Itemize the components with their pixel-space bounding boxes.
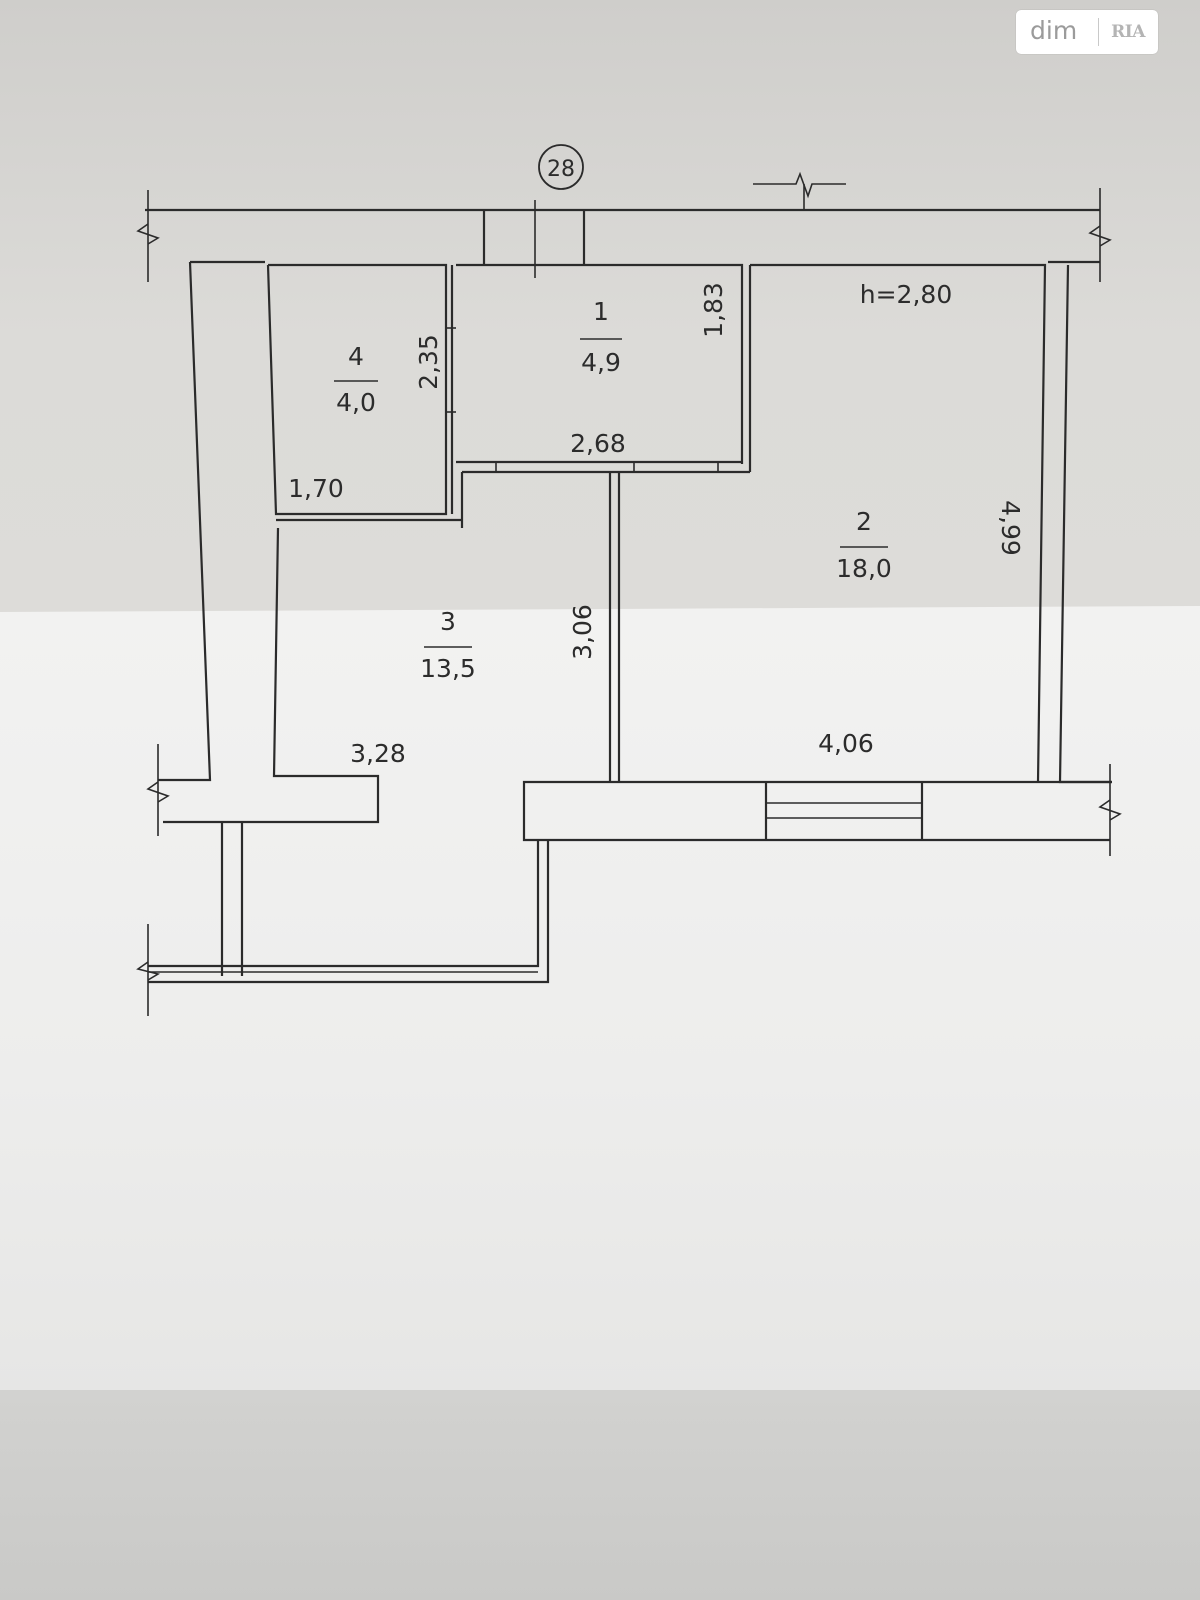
axis-marker: 28: [534, 144, 584, 278]
room-3-label: 3 13,5: [420, 607, 476, 683]
room-3-height-dimension: 3,06: [568, 604, 597, 660]
room-2-area: 18,0: [836, 554, 892, 583]
paper-fold-bottom: [0, 1390, 1200, 1600]
paper-fold-middle: [0, 606, 1200, 1396]
partition-wall: [608, 472, 621, 782]
room-4-label: 4 4,0: [334, 342, 378, 417]
room-2-height-dimension: 4,99: [996, 500, 1025, 556]
room-2-label: 2 18,0: [836, 507, 892, 583]
ceiling-height-label: h=2,80: [860, 280, 952, 309]
ria-logo-icon: RIA: [1111, 22, 1145, 42]
watermark-text: dim: [1030, 16, 1078, 45]
bottom-exterior-wall: [522, 780, 1112, 842]
room-4-outline: [266, 263, 462, 522]
room-3-width-dimension: 3,28: [350, 739, 406, 768]
room-4-area: 4,0: [336, 388, 376, 417]
balcony: [136, 822, 550, 1016]
room-1-label: 1 4,9: [580, 297, 622, 377]
room-3-area: 13,5: [420, 654, 476, 683]
room-1-outline: [456, 263, 752, 528]
room-4-height-dimension: 2,35: [414, 334, 443, 390]
room-2-width-dimension: 4,06: [818, 729, 874, 758]
room-1-height-dimension: 1,83: [699, 282, 728, 338]
room-4-width-dimension: 1,70: [288, 474, 344, 503]
room-1-number: 1: [593, 297, 609, 326]
axis-marker-label: 28: [547, 157, 575, 182]
room-1-area: 4,9: [581, 348, 621, 377]
room-2-outline: [750, 263, 1122, 856]
room-3-number: 3: [440, 607, 456, 636]
room-4-number: 4: [348, 342, 364, 371]
watermark-separator: [1098, 18, 1099, 46]
room-1-width-dimension: 2,68: [570, 429, 626, 458]
room-2-number: 2: [856, 507, 872, 536]
ventilation-shaft: [482, 210, 586, 264]
top-exterior-wall: [136, 171, 1112, 282]
dim-ria-watermark: dim RIA: [1016, 10, 1158, 54]
left-exterior-wall: [146, 261, 380, 836]
